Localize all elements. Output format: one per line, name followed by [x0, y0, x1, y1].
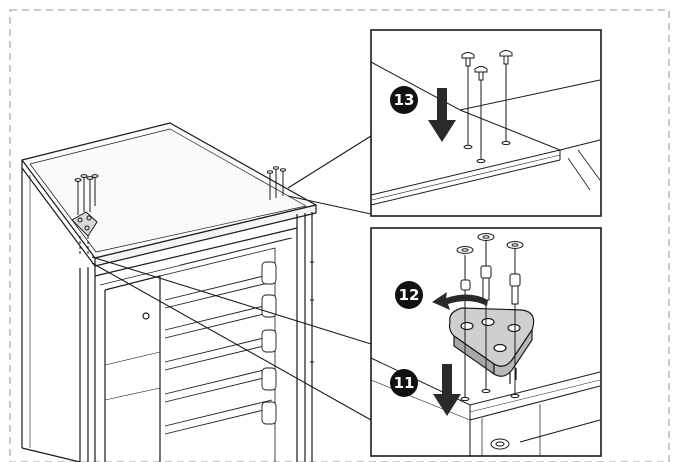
cabinet-left-side — [21, 168, 81, 462]
step-badge-11: 11 — [390, 369, 418, 397]
inset-bracket — [448, 307, 535, 384]
cabinet-right-screws — [266, 166, 287, 200]
callout-leader-lines — [91, 135, 372, 421]
inset-top: 13 — [370, 29, 602, 217]
down-arrow-icon-bottom — [433, 364, 461, 416]
inset-bottom: 12 11 — [370, 227, 602, 457]
inset-top-screws — [461, 50, 513, 164]
curved-arrow-icon — [432, 292, 488, 310]
dashed-frame — [9, 9, 670, 462]
cabinet-top — [21, 122, 317, 259]
step-label-11: 11 — [394, 374, 415, 392]
down-arrow-icon — [428, 88, 456, 142]
cabinet-interior — [104, 275, 161, 462]
rail-brackets — [261, 261, 277, 425]
cabinet — [21, 122, 317, 462]
step-badge-12: 12 — [395, 281, 423, 309]
inset-bottom-screws — [456, 233, 524, 402]
cabinet-left-bracket — [71, 174, 99, 255]
step-label-13: 13 — [394, 91, 415, 109]
step-label-12: 12 — [399, 286, 420, 304]
cabinet-front-frame — [79, 266, 96, 462]
step-badge-13: 13 — [390, 86, 418, 114]
shelf-rails — [164, 273, 273, 435]
